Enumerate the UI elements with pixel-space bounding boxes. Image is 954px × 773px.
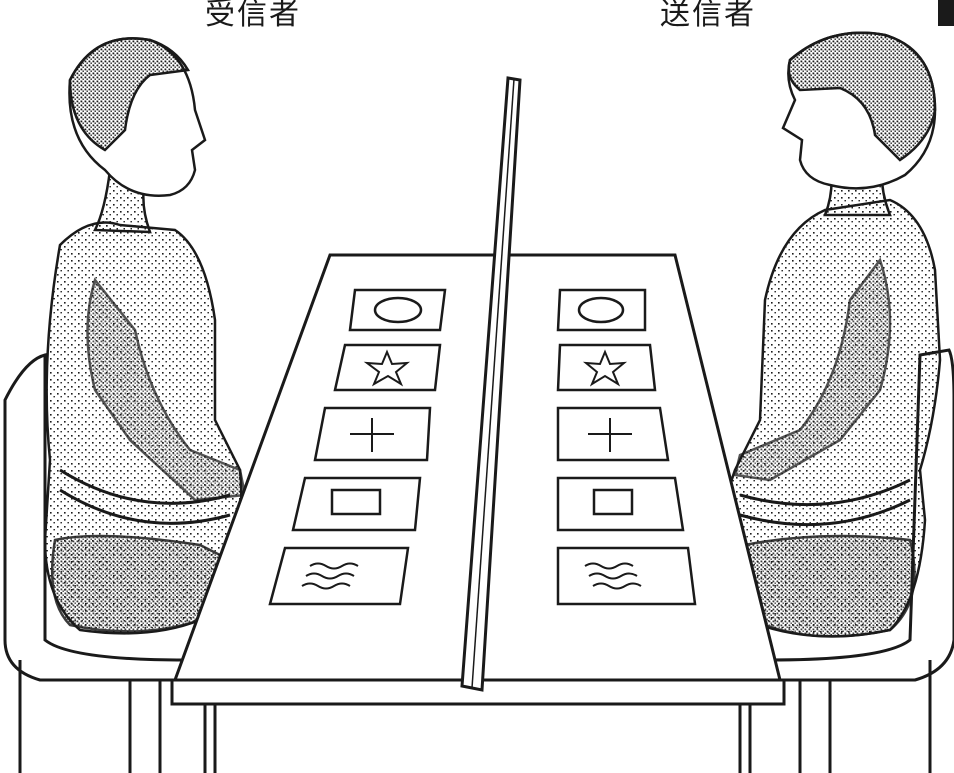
square-icon xyxy=(330,488,382,516)
receiver-label: 受信者 xyxy=(205,0,301,32)
sender-cards xyxy=(556,288,697,606)
receiver-card-square xyxy=(291,476,422,532)
sender-person xyxy=(724,31,942,638)
sender-card-square xyxy=(556,476,685,532)
wave-icon xyxy=(301,562,359,590)
circle-icon xyxy=(373,296,423,324)
receiver-cards xyxy=(268,288,447,606)
divider-panel xyxy=(460,76,522,692)
star-icon xyxy=(582,349,628,387)
corner-mark xyxy=(938,0,954,26)
receiver-chair xyxy=(3,353,187,773)
wave-icon xyxy=(584,562,642,590)
cross-icon xyxy=(350,418,394,452)
sender-card-star xyxy=(556,343,657,392)
receiver-card-circle xyxy=(348,288,447,332)
receiver-card-star xyxy=(333,343,442,392)
circle-icon xyxy=(577,296,625,324)
square-icon xyxy=(592,488,634,516)
sender-card-waves xyxy=(556,546,697,606)
sender-card-circle xyxy=(556,288,647,332)
receiver-card-cross xyxy=(313,406,432,462)
cross-icon xyxy=(588,418,632,452)
sender-label: 送信者 xyxy=(660,0,756,32)
receiver-card-waves xyxy=(268,546,410,606)
star-icon xyxy=(363,349,411,387)
sender-card-cross xyxy=(556,406,670,462)
receiver-person xyxy=(43,37,247,635)
